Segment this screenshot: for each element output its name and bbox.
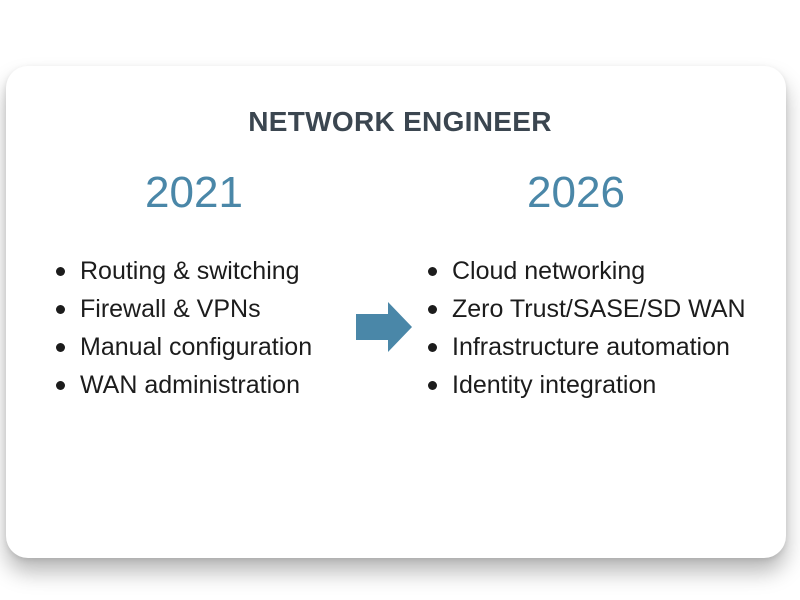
list-item: Manual configuration <box>52 328 312 366</box>
bullet-icon <box>428 343 437 352</box>
list-item-label: Identity integration <box>452 371 657 399</box>
bullet-icon <box>56 305 65 314</box>
list-item-label: Cloud networking <box>452 257 646 285</box>
list-item: Firewall & VPNs <box>52 290 312 328</box>
list-item: Cloud networking <box>424 252 746 290</box>
bullet-icon <box>428 305 437 314</box>
page-title: NETWORK ENGINEER <box>248 106 552 137</box>
bullet-icon <box>428 381 437 390</box>
bullet-icon <box>428 267 437 276</box>
list-item: Infrastructure automation <box>424 328 746 366</box>
year-2021: 2021 <box>145 168 243 217</box>
bullet-icon <box>56 343 65 352</box>
bullet-icon <box>56 267 65 276</box>
list-item: Zero Trust/SASE/SD WAN <box>424 290 746 328</box>
skills-list-2026: Cloud networking Zero Trust/SASE/SD WAN … <box>424 252 746 404</box>
list-item: Routing & switching <box>52 252 312 290</box>
bullet-icon <box>56 381 65 390</box>
list-item: WAN administration <box>52 366 312 404</box>
list-item-label: Routing & switching <box>80 257 300 285</box>
list-item-label: Zero Trust/SASE/SD WAN <box>452 295 746 323</box>
year-2026: 2026 <box>527 168 625 217</box>
list-item-label: Manual configuration <box>80 333 313 361</box>
list-item-label: Infrastructure automation <box>452 333 730 361</box>
list-item-label: Firewall & VPNs <box>80 295 261 323</box>
arrow-right-icon <box>356 302 412 352</box>
list-item: Identity integration <box>424 366 746 404</box>
skills-list-2021: Routing & switching Firewall & VPNs Manu… <box>52 252 312 404</box>
list-item-label: WAN administration <box>80 371 300 399</box>
